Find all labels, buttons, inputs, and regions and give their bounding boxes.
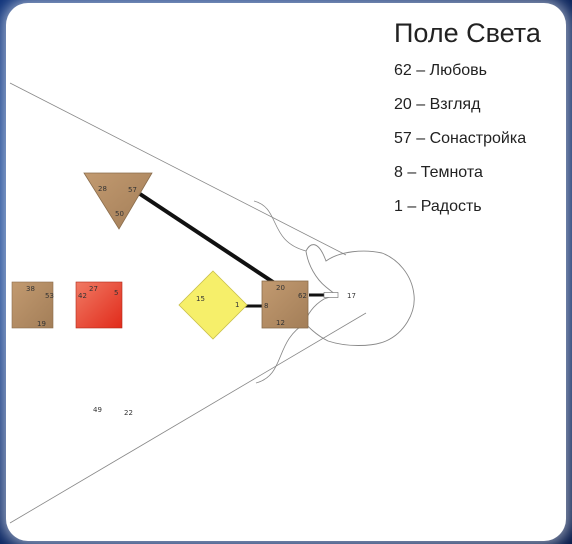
field-cone-bottom-curve (255, 322, 307, 384)
legend-item-attunement: 57 – Сонастройка (394, 130, 527, 147)
legend-title: Поле Света (394, 18, 541, 48)
red-square-number-1: 27 (89, 285, 98, 293)
center-square-number-3: 8 (264, 302, 268, 310)
red-square-number-3: 5 (114, 289, 118, 297)
outlet-bar (323, 292, 339, 298)
triangle-node (83, 172, 153, 230)
diamond-number-1: 15 (196, 295, 205, 303)
left-square-number-1: 38 (26, 285, 35, 293)
field-cone-bottom-edge (9, 312, 367, 524)
center-square-node (261, 280, 309, 329)
left-square-number-3: 19 (37, 320, 46, 328)
triangle-number-3: 50 (115, 210, 124, 218)
red-square-number-2: 42 (78, 292, 87, 300)
triangle-number-1: 28 (98, 185, 107, 193)
legend-item-joy: 1 – Радость (394, 198, 482, 215)
diamond-number-2: 1 (235, 301, 239, 309)
diamond-node (178, 270, 248, 340)
light-field-diagram: 28 57 50 38 53 19 27 42 5 20 62 8 12 17 … (9, 82, 415, 524)
legend-item-gaze: 20 – Взгляд (394, 96, 481, 113)
center-square-number-4: 12 (276, 319, 285, 327)
legend-item-darkness: 8 – Темнота (394, 164, 483, 181)
legend-item-love: 62 – Любовь (394, 62, 487, 79)
connector-triangle-to-square (138, 192, 284, 290)
center-square-number-2: 62 (298, 292, 307, 300)
outlet-number: 17 (347, 292, 356, 300)
head-silhouette (305, 244, 415, 346)
center-square-number-1: 20 (276, 284, 285, 292)
loose-number-2: 22 (124, 409, 133, 417)
legend: Поле Света 62 – Любовь 20 – Взгляд 57 – … (394, 17, 564, 231)
slide-card: 28 57 50 38 53 19 27 42 5 20 62 8 12 17 … (6, 3, 566, 541)
triangle-number-2: 57 (128, 186, 137, 194)
field-cone-top-edge (9, 82, 347, 256)
field-cone-top-curve (253, 200, 307, 252)
loose-number-1: 49 (93, 406, 102, 414)
left-square-number-2: 53 (45, 292, 54, 300)
left-square-node (11, 281, 54, 329)
red-square-node (75, 281, 123, 329)
